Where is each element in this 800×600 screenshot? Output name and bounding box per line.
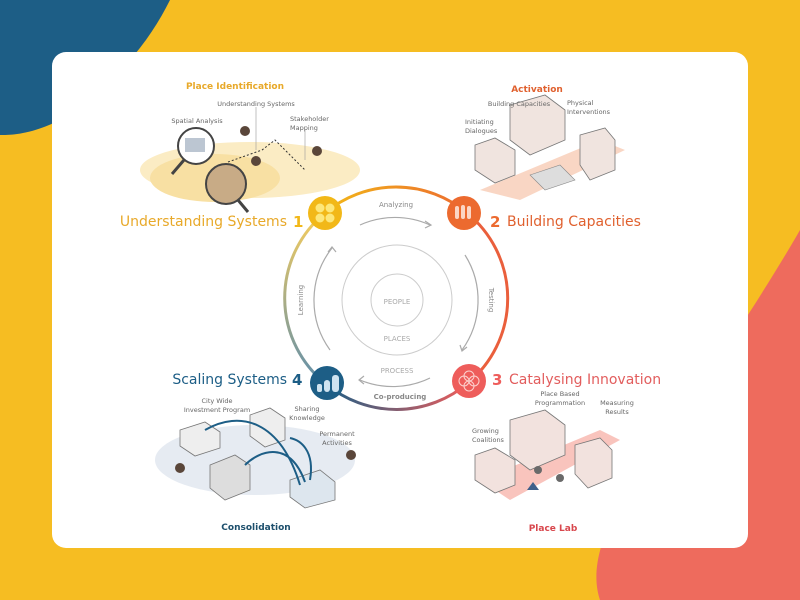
label-spatial-analysis: Spatial Analysis: [171, 117, 223, 125]
center-places: PLACES: [384, 335, 411, 343]
cycle-learning: Learning: [297, 285, 305, 315]
cycle-coproducing: Co-producing: [374, 393, 427, 401]
diagram-card: PEOPLE PLACES PROCESS Analyzing Testing …: [52, 52, 748, 548]
label-measuring: Measuring: [600, 399, 634, 407]
cycle-arrows: [313, 216, 479, 388]
stage-4-number: 4: [292, 371, 302, 389]
label-understanding-systems: Understanding Systems: [217, 100, 295, 108]
label-results: Results: [605, 408, 629, 416]
label-activities: Activities: [322, 439, 352, 447]
phase-place-identification: Place Identification: [186, 82, 284, 92]
label-sharing: Sharing: [295, 405, 320, 413]
growth-bars-icon: [317, 375, 339, 392]
stage-3-number: 3: [492, 371, 502, 389]
svg-text:Understanding Systems: Understanding Systems: [120, 214, 287, 230]
label-growing: Growing: [472, 427, 499, 435]
label-mapping: Mapping: [290, 124, 318, 132]
network-flower-icon: [458, 370, 480, 392]
cycle-ring: [283, 185, 510, 411]
stage-1-number: 1: [293, 213, 303, 231]
stage-2-title: Building Capacities: [507, 214, 641, 230]
label-initiating: Initiating: [465, 118, 494, 126]
label-interventions: Interventions: [567, 108, 611, 116]
center-process: PROCESS: [381, 367, 414, 375]
process-circle: [341, 244, 453, 356]
label-investment-program: Investment Program: [184, 406, 250, 414]
activation-illustration: Activation Building Capacities Physical …: [465, 85, 625, 200]
label-coalitions: Coalitions: [472, 436, 505, 444]
map-pin-icon: [240, 126, 322, 166]
stage-2-node[interactable]: [447, 196, 481, 230]
label-city-wide: City Wide: [201, 397, 232, 405]
label-place-based: Place Based: [540, 390, 579, 398]
phase-place-lab: Place Lab: [529, 524, 578, 534]
stage-4-title: Scaling Systems: [172, 372, 287, 388]
stage-1-title: Understanding Systems: [120, 214, 287, 230]
label-dialogues: Dialogues: [465, 127, 498, 135]
center-people: PEOPLE: [384, 298, 411, 306]
cycle-testing: Testing: [487, 287, 495, 313]
phase-activation: Activation: [511, 85, 563, 95]
stage-3-title: Catalysing Innovation: [509, 372, 661, 388]
cycle-analyzing: Analyzing: [379, 201, 413, 209]
map-pin-icon: [175, 450, 356, 473]
stage-3-node[interactable]: [452, 364, 486, 398]
stage-2-number: 2: [490, 213, 500, 231]
phase-consolidation: Consolidation: [221, 523, 290, 533]
people-group-icon: [455, 205, 471, 219]
puzzle-flower-icon: [315, 203, 335, 223]
consolidation-illustration: Consolidation City Wide Investment Progr…: [155, 397, 356, 533]
stage-1-node[interactable]: [308, 196, 342, 230]
label-permanent: Permanent: [319, 430, 355, 438]
label-physical: Physical: [567, 99, 594, 107]
label-stakeholder: Stakeholder: [290, 115, 329, 123]
place-lab-illustration: Place Lab Place Based Programmation Meas…: [472, 390, 634, 534]
people-circle: [370, 273, 424, 327]
label-programmation: Programmation: [535, 399, 585, 407]
label-knowledge: Knowledge: [289, 414, 325, 422]
urban-process-diagram: PEOPLE PLACES PROCESS Analyzing Testing …: [120, 82, 661, 534]
stage-4-node[interactable]: [310, 366, 344, 400]
label-building-capacities: Building Capacities: [488, 100, 551, 108]
place-identification-illustration: Place Identification Understanding Syste…: [140, 82, 360, 213]
